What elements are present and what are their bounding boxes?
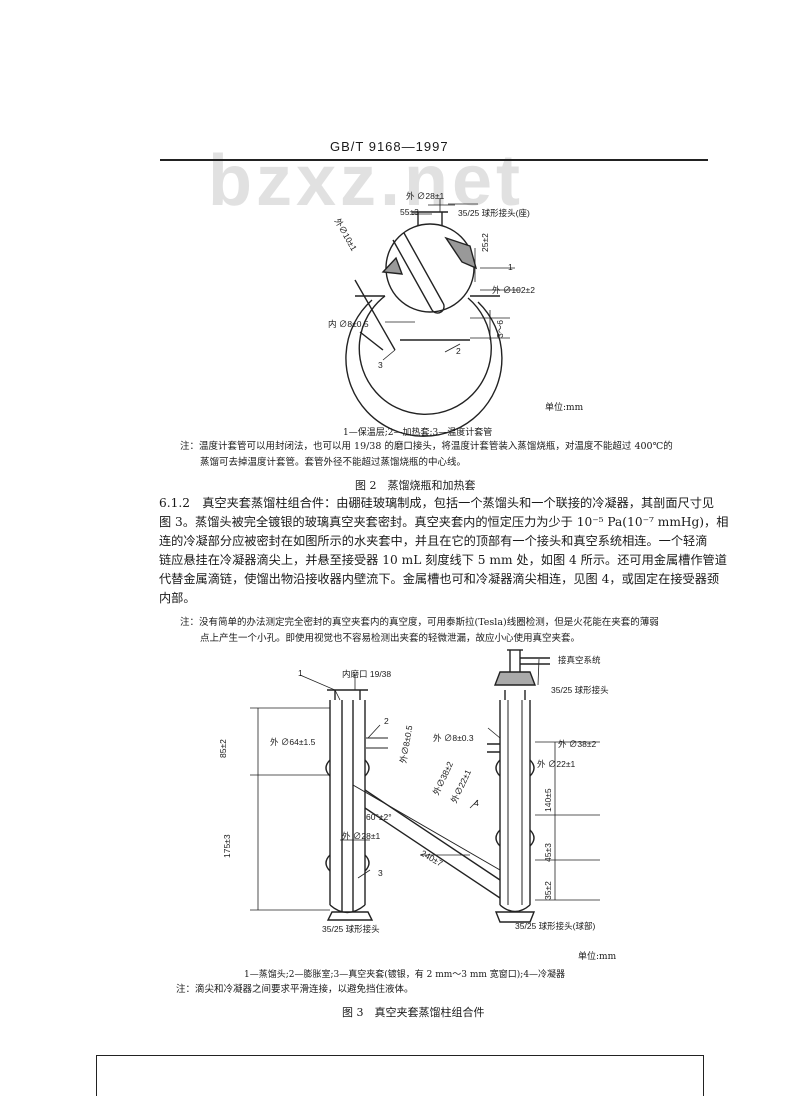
fig3-label-140: 140±5 [543, 788, 553, 812]
header-rule [160, 159, 708, 161]
fig2-note-line2: 蒸馏可去掉温度计套管。套管外径不能超过蒸馏烧瓶的中心线。 [200, 457, 467, 468]
fig3-legend: 1—蒸馏头;2—膨胀室;3—真空夹套(镀银，有 2 mm～3 mm 宽窗口);4… [244, 970, 566, 980]
fig3-label-outer-d28: 外 ∅28±1 [342, 831, 381, 841]
fig3-label-inner-joint: 内磨口 19/38 [342, 669, 392, 679]
fig3-note: 注：滴尖和冷凝器之间要求平滑连接，以避免挡住液体。 [176, 984, 414, 995]
fig3-unit: 单位:mm [578, 952, 617, 962]
fig3-label-ball-joint-bowl: 35/25 球形接头(球部) [515, 921, 596, 931]
fig2-label-inner-d8: 内 ∅8±0.5 [328, 319, 369, 329]
fig3-label-outer-d64: 外 ∅64±1.5 [270, 737, 316, 747]
fig2-label-n1: 1 [508, 262, 513, 272]
fig3-label-ball-joint-bottom: 35/25 球形接头 [322, 924, 380, 934]
fig3-label-35: 35±2 [543, 881, 553, 900]
section-line6: 内部。 [159, 591, 196, 605]
section-line3: 连的冷凝部分应被密封在如图所示的水夹套中，并且在它的顶部有一个接头和真空系统相连… [159, 534, 708, 548]
fig3-label-85: 85±2 [218, 739, 228, 758]
fig2-legend: 1—保温层;2—加热套;3—温度计套管 [343, 428, 493, 438]
fig3-label-outer-d8-03: 外 ∅8±0.3 [433, 733, 474, 743]
fig2-label-n3: 3 [378, 360, 383, 370]
fig2-caption: 图 2 蒸馏烧瓶和加热套 [355, 479, 476, 492]
fig2-label-outer-d102: 外 ∅102±2 [492, 285, 535, 295]
fig3-label-n3: 3 [378, 868, 383, 878]
bottom-frame [96, 1055, 704, 1096]
section-line5: 代替金属滴链，使馏出物沿接收器内壁流下。金属槽也可和冷凝器滴尖相连，见图 4，或… [159, 572, 720, 586]
fig2-note-line1: 注：温度计套管可以用封闭法，也可以用 19/38 的磨口接头，将温度计套管装入蒸… [180, 441, 673, 452]
fig3-label-angle-60: 60°±2° [366, 812, 392, 822]
fig3-label-outer-d22b: 外 ∅22±1 [537, 759, 576, 769]
section-line4: 链应悬挂在冷凝器滴尖上，并悬至接受器 10 mL 刻度线下 5 mm 处，如图 … [159, 553, 727, 567]
fig3-caption: 图 3 真空夹套蒸馏柱组合件 [342, 1006, 485, 1019]
fig3-label-ball-joint-top: 35/25 球形接头 [551, 685, 609, 695]
fig3-label-n1: 1 [298, 668, 303, 678]
fig3-label-45: 45±3 [543, 843, 553, 862]
section-note-line2: 点上产生一个小孔。即使用视觉也不容易检测出夹套的轻微泄漏，故应小心使用真空夹套。 [200, 633, 581, 644]
section-line2: 图 3。蒸馏头被完全镀银的玻璃真空夹套密封。真空夹套内的恒定压力为少于 10⁻⁵… [159, 515, 729, 529]
fig3-label-n2: 2 [384, 716, 389, 726]
fig3-label-n4: 4 [474, 798, 479, 808]
standard-code: GB/T 9168—1997 [330, 139, 449, 154]
fig2-unit: 单位:mm [545, 403, 584, 413]
fig3-label-outer-d38: 外 ∅38±2 [558, 739, 597, 749]
fig3-label-to-vacuum: 接真空系统 [558, 655, 601, 665]
section-line1: 6.1.2 真空夹套蒸馏柱组合件：由硼硅玻璃制成，包括一个蒸馏头和一个联接的冷凝… [159, 496, 715, 510]
fig2-label-ball-joint: 35/25 球形接头(座) [458, 208, 530, 218]
section-note-line1: 注：没有简单的办法测定完全密封的真空夹套内的真空度，可用泰斯拉(Tesla)线圈… [180, 617, 659, 628]
fig3-label-175: 175±3 [222, 834, 232, 858]
watermark: bzxz.net [208, 141, 525, 221]
fig2-label-55: 55±3 [400, 207, 419, 217]
fig2-label-n2: 2 [456, 346, 461, 356]
fig2-label-outer-d28: 外 ∅28±1 [406, 191, 445, 201]
